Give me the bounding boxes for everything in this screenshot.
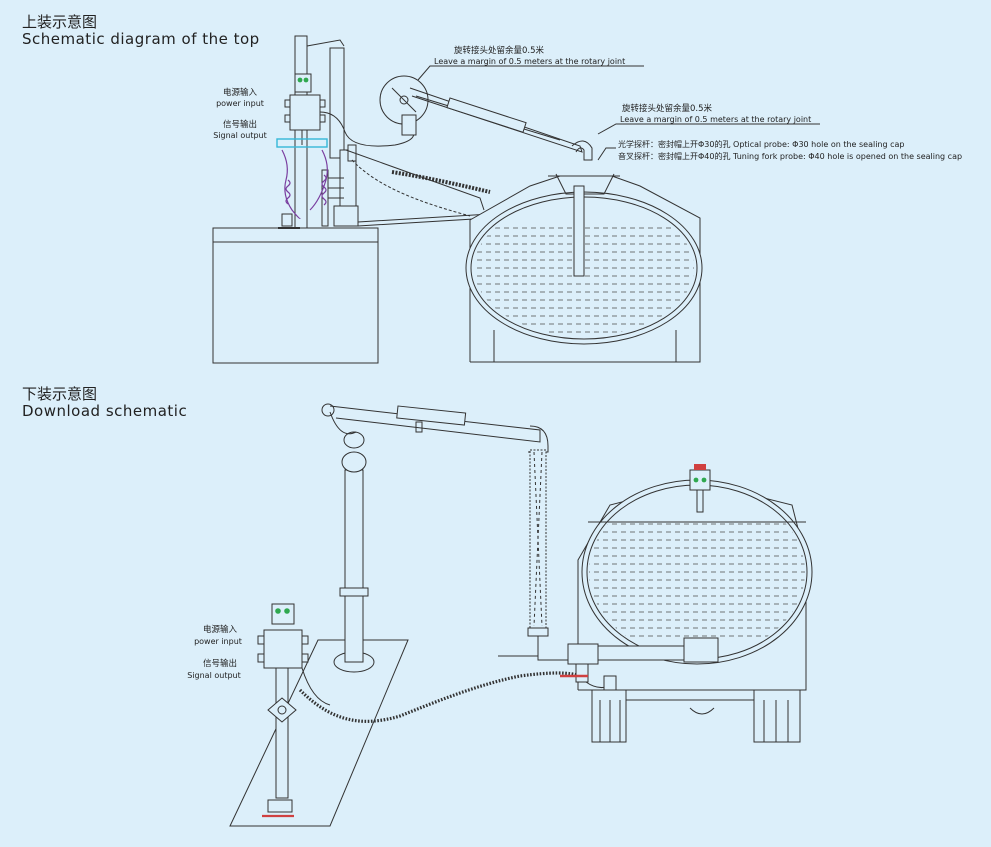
top-signal-zh: 信号输出 [223,119,257,130]
top-springs [281,149,328,219]
bottom-tank-truck [577,479,813,743]
top-title-en: Schematic diagram of the top [22,30,260,49]
bottom-diagram [229,403,813,827]
top-diagram [212,35,820,364]
bottom-power-zh: 电源输入 [203,624,238,635]
top-corrugated-hose [391,170,491,194]
top-junction-box [284,73,326,145]
rotary-note-1-en: Leave a margin of 0.5 meters at the rota… [434,57,625,66]
top-section-title: 上装示意图 Schematic diagram of the top [22,13,260,49]
top-chain [351,159,471,217]
top-platform [212,227,379,364]
rotary-note-2-en: Leave a margin of 0.5 meters at the rota… [620,115,811,124]
top-title-zh: 上装示意图 [22,13,98,31]
bottom-signal-en: Signal output [187,671,241,680]
leader-rotary-2 [597,123,820,135]
top-loading-arm [409,87,593,161]
bottom-outlet-valve [560,637,719,691]
optical-probe-note: 光学探杆：密封帽上开Φ30的孔 Optical probe: Φ30 hole … [618,139,905,149]
bottom-title-en: Download schematic [22,402,188,421]
bottom-signal-zh: 信号输出 [203,658,237,669]
bottom-junction-box [257,603,331,818]
leader-probe [597,147,616,161]
rotary-note-2-zh: 旋转接头处留余量0.5米 [622,103,713,114]
top-ramp [345,149,491,227]
bottom-coiled-cable [298,671,581,723]
bottom-tank-probe [689,464,711,513]
tuning-fork-note: 音叉探杆：密封帽上开Φ40的孔 Tuning fork probe: Φ40 h… [618,151,962,161]
bottom-power-en: power input [194,637,242,646]
top-signal-cable [319,111,415,147]
top-ground-clamp [278,213,300,229]
top-rotary-joint [379,75,429,136]
top-tank [465,173,703,363]
bottom-upper-arm [321,403,549,453]
bottom-section-title: 下装示意图 Download schematic [22,385,188,421]
top-power-en: power input [216,99,264,108]
bottom-corrugated-pipe [498,449,580,661]
rotary-note-1-zh: 旋转接头处留余量0.5米 [454,45,545,56]
bottom-arm-riser [333,431,375,673]
top-signal-en: Signal output [213,131,267,140]
probe-holder-highlight [276,138,328,148]
leader-rotary-1 [417,65,644,81]
bottom-title-zh: 下装示意图 [22,385,98,403]
bottom-labels: 电源输入 power input 信号输出 Signal output [187,624,242,680]
top-labels: 电源输入 power input 信号输出 Signal output 旋转接头… [213,45,962,161]
top-mount-pole [294,35,359,229]
bottom-base-plate [229,639,409,827]
top-power-zh: 电源输入 [223,87,258,98]
